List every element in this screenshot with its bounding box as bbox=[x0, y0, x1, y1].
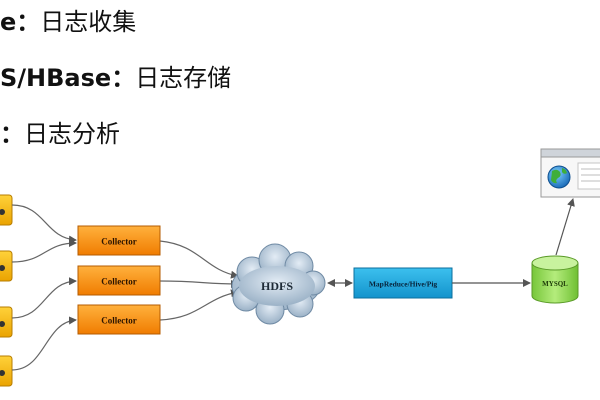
cloud-icon bbox=[231, 243, 326, 325]
mysql-label: MYSQL bbox=[542, 280, 568, 288]
globe-icon bbox=[547, 165, 571, 189]
bullet-head: e： bbox=[0, 8, 41, 36]
processing-box: MapReduce/Hive/Pig bbox=[353, 267, 453, 299]
bullet-head: S/HBase： bbox=[0, 64, 136, 92]
database-cylinder-icon bbox=[531, 255, 579, 304]
hdfs-cloud: HDFS bbox=[231, 243, 326, 325]
edge-collector-hdfs bbox=[159, 279, 239, 288]
processing-label: MapReduce/Hive/Pig bbox=[369, 280, 438, 289]
edge-source-collector bbox=[11, 239, 77, 263]
bullet-head: ： bbox=[0, 120, 24, 148]
bullet-log-analysis: ：日志分析 bbox=[0, 114, 120, 149]
source-node-icon bbox=[0, 355, 13, 387]
collector-box: Collector bbox=[77, 304, 161, 335]
bullet-tail: 日志存储 bbox=[135, 64, 232, 92]
collector-box: Collector bbox=[77, 225, 161, 256]
source-node-icon bbox=[0, 250, 13, 282]
bullet-tail: 日志分析 bbox=[24, 120, 120, 148]
hdfs-label: HDFS bbox=[261, 279, 293, 293]
browser-window-icon bbox=[540, 148, 600, 198]
edge-source-collector bbox=[11, 316, 77, 371]
edge-collector-hdfs bbox=[159, 289, 239, 321]
edge-source-collector bbox=[11, 204, 77, 244]
source-node-icon bbox=[0, 306, 13, 338]
edge-collector-hdfs bbox=[159, 240, 239, 279]
bullet-log-storage: S/HBase：日志存储 bbox=[0, 58, 231, 93]
edge-source-collector bbox=[11, 277, 77, 319]
collector-label: Collector bbox=[101, 237, 136, 247]
bullet-tail: 日志收集 bbox=[40, 8, 137, 36]
source-node-icon bbox=[0, 194, 13, 226]
collector-label: Collector bbox=[101, 277, 136, 287]
edge-mysql-browser bbox=[555, 198, 575, 256]
collector-box: Collector bbox=[77, 265, 161, 296]
collector-label: Collector bbox=[101, 316, 136, 326]
mysql-database: MYSQL bbox=[531, 255, 579, 304]
bullet-log-collection: e：日志收集 bbox=[0, 2, 136, 37]
